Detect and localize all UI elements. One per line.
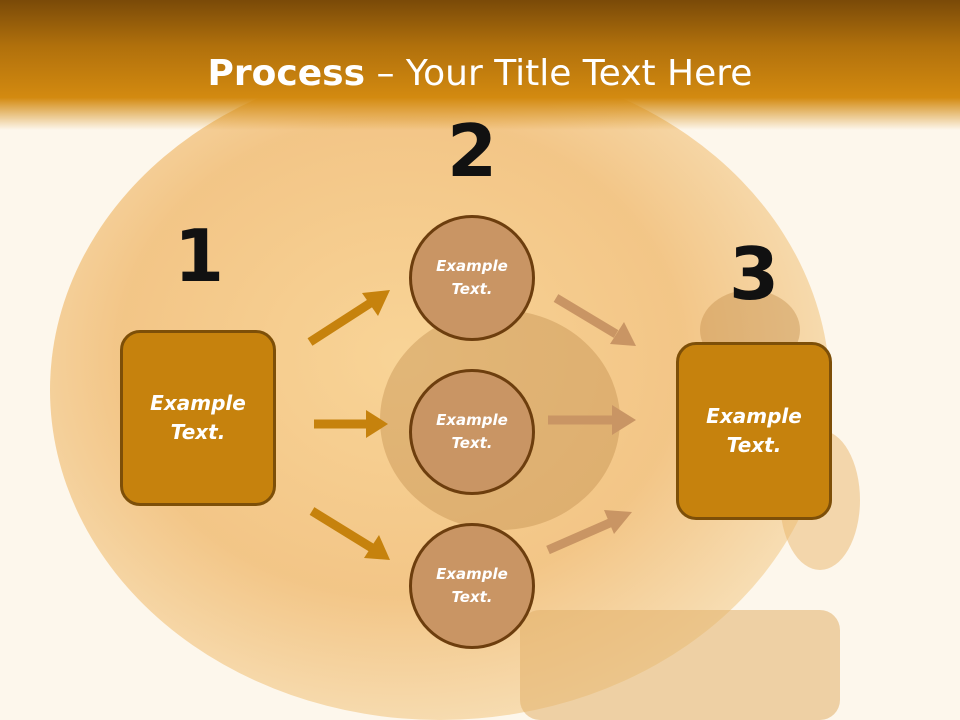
right-process-box: Example Text.	[676, 342, 832, 520]
step-number-1: 1	[173, 214, 225, 298]
process-circle-middle: Example Text.	[409, 369, 535, 495]
circle-middle-text: Example Text.	[436, 411, 508, 452]
title-rest: – Your Title Text Here	[365, 53, 753, 94]
title-bar	[0, 0, 960, 130]
circle-bottom-text: Example Text.	[436, 565, 508, 606]
process-circle-bottom: Example Text.	[409, 523, 535, 649]
title-bold: Process	[207, 53, 366, 94]
left-process-box: Example Text.	[120, 330, 276, 506]
process-circle-top: Example Text.	[409, 215, 535, 341]
left-box-text: Example Text.	[150, 391, 246, 444]
slide-title: Process – Your Title Text Here	[0, 52, 960, 96]
step-number-3: 3	[728, 232, 780, 316]
step-number-2: 2	[446, 109, 498, 193]
right-box-text: Example Text.	[706, 404, 802, 457]
circle-top-text: Example Text.	[436, 257, 508, 298]
